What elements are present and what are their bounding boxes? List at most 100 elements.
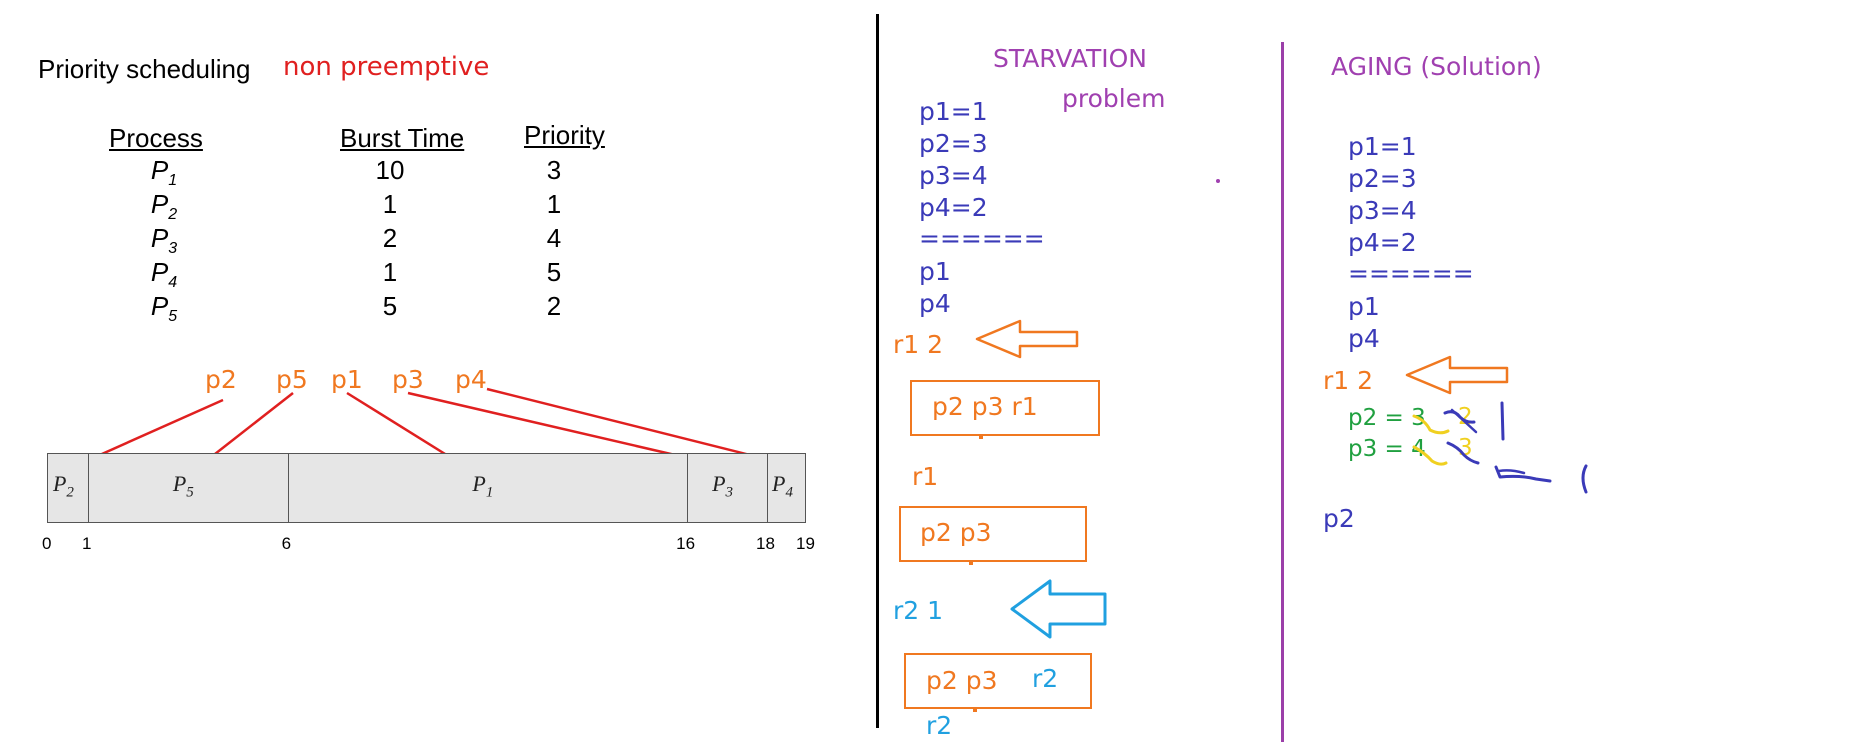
process-name-letter: P xyxy=(150,155,169,185)
gantt-tick-label: 6 xyxy=(281,534,292,553)
gantt-tick-label: 0 xyxy=(42,534,52,553)
priority-cell: 3 xyxy=(546,155,562,185)
starvation-box-3-text: p2 p3 xyxy=(926,666,998,695)
process-name-letter: P xyxy=(150,223,169,253)
starvation-item-3: p3=4 xyxy=(919,161,988,190)
gantt-segment-label: P3 xyxy=(712,471,733,501)
header-priority: Priority xyxy=(524,120,605,150)
aging-item-4: p4=2 xyxy=(1348,228,1417,257)
process-name-letter: P xyxy=(150,257,169,287)
aging-p3-line: p3 = 4 xyxy=(1348,436,1426,462)
aging-item-5: ====== xyxy=(1348,259,1474,288)
order-label-p2: p2 xyxy=(205,365,237,394)
gantt-label-subscript: 1 xyxy=(485,484,494,501)
process-name-subscript: 3 xyxy=(168,240,178,258)
process-name-cell: P1 xyxy=(124,155,204,190)
aging-item-6: p1 xyxy=(1348,292,1380,321)
burst-time-cell: 1 xyxy=(382,189,398,219)
aging-r1: r1 2 xyxy=(1323,366,1374,395)
gantt-segment-label: P2 xyxy=(53,471,74,501)
gantt-segment-label: P1 xyxy=(472,471,493,501)
starvation-item-1: p1=1 xyxy=(919,97,988,126)
gantt-label-subscript: 4 xyxy=(785,484,793,501)
burst-time-cell: 1 xyxy=(382,257,398,287)
priority-cell: 2 xyxy=(546,291,562,321)
order-label-p5: p5 xyxy=(276,365,308,394)
box-1-tick xyxy=(979,435,983,439)
cyan-arrow-left-icon xyxy=(1010,579,1107,639)
process-name-subscript: 1 xyxy=(168,172,178,190)
dot-mark xyxy=(1216,179,1220,183)
process-name-subscript: 2 xyxy=(168,206,178,224)
starvation-subtitle: problem xyxy=(1062,84,1166,113)
header-process: Process xyxy=(109,123,203,153)
gantt-segment-label: P4 xyxy=(772,471,793,501)
gantt-label-subscript: 5 xyxy=(186,484,194,501)
gantt-label-letter: P xyxy=(472,471,486,496)
process-name-letter: P xyxy=(150,291,169,321)
gantt-label-subscript: 3 xyxy=(725,484,734,501)
orange-arrow-left-icon xyxy=(975,319,1079,359)
aging-item-7: p4 xyxy=(1348,324,1380,353)
starvation-box-1-text: p2 p3 r1 xyxy=(932,392,1038,421)
gantt-label-letter: P xyxy=(172,471,187,496)
starvation-r2: r2 1 xyxy=(893,596,944,625)
priority-cell: 4 xyxy=(546,223,562,253)
starvation-box-2-text: p2 p3 xyxy=(920,518,992,547)
starvation-box-3: p2 p3 r2 xyxy=(904,653,1092,709)
gantt-tick-label: 18 xyxy=(756,534,775,553)
connector-p4 xyxy=(486,387,791,467)
burst-time-cell: 5 xyxy=(382,291,398,321)
starvation-r1-label: r1 xyxy=(912,462,939,491)
process-name-cell: P2 xyxy=(124,189,204,224)
priority-cell: 5 xyxy=(546,257,562,287)
gantt-segment-label: P5 xyxy=(173,471,194,501)
box-2-tick xyxy=(969,561,973,565)
burst-time-cell: 2 xyxy=(382,223,398,253)
gantt-label-letter: P xyxy=(712,471,726,496)
connector-lines xyxy=(65,387,791,479)
order-label-p4: p4 xyxy=(455,365,487,394)
gantt-divider xyxy=(287,454,289,522)
gantt-divider xyxy=(687,454,689,522)
order-label-p3: p3 xyxy=(392,365,424,394)
process-name-letter: P xyxy=(150,189,169,219)
starvation-item-2: p2=3 xyxy=(919,129,988,158)
aging-item-1: p1=1 xyxy=(1348,132,1417,161)
starvation-item-6: p1 xyxy=(919,257,951,286)
gantt-tick-label: 19 xyxy=(796,534,815,553)
priority-cell: 1 xyxy=(546,189,562,219)
order-label-p1: p1 xyxy=(331,365,363,394)
gantt-divider xyxy=(767,454,769,522)
divider-purple xyxy=(1281,42,1284,742)
process-name-subscript: 4 xyxy=(168,274,178,292)
starvation-box-2: p2 p3 xyxy=(899,506,1087,562)
gantt-label-subscript: 2 xyxy=(66,484,74,501)
section-title: Priority scheduling xyxy=(38,54,251,84)
gantt-tick-label: 1 xyxy=(81,534,92,553)
aging-p2-line: p2 = 3 xyxy=(1348,405,1426,431)
aging-title: AGING (Solution) xyxy=(1331,52,1542,81)
starvation-title: STARVATION xyxy=(993,44,1147,73)
box-3-tick xyxy=(973,708,977,712)
starvation-box-3-r2: r2 xyxy=(1032,664,1059,693)
aging-item-2: p2=3 xyxy=(1348,164,1417,193)
starvation-r1: r1 2 xyxy=(893,330,944,359)
section-subtitle: non preemptive xyxy=(283,52,490,82)
gantt-label-letter: P xyxy=(52,471,67,496)
starvation-r2-label: r2 xyxy=(926,711,953,740)
header-burst-time: Burst Time xyxy=(340,123,465,153)
gantt-tick-label: 16 xyxy=(676,534,696,553)
aging-p3-new: 3 xyxy=(1458,435,1473,461)
aging-orange-arrow-left-icon xyxy=(1405,355,1509,395)
gantt-divider xyxy=(87,454,89,522)
gantt-label-letter: P xyxy=(772,471,786,496)
handwritten-scribbles xyxy=(1412,401,1588,494)
burst-time-cell: 10 xyxy=(375,155,405,185)
divider-black xyxy=(876,14,879,728)
process-name-cell: P5 xyxy=(124,291,204,326)
aging-result: p2 xyxy=(1323,504,1355,533)
aging-p2-new: 2 xyxy=(1458,404,1473,430)
process-name-cell: P3 xyxy=(124,223,204,258)
